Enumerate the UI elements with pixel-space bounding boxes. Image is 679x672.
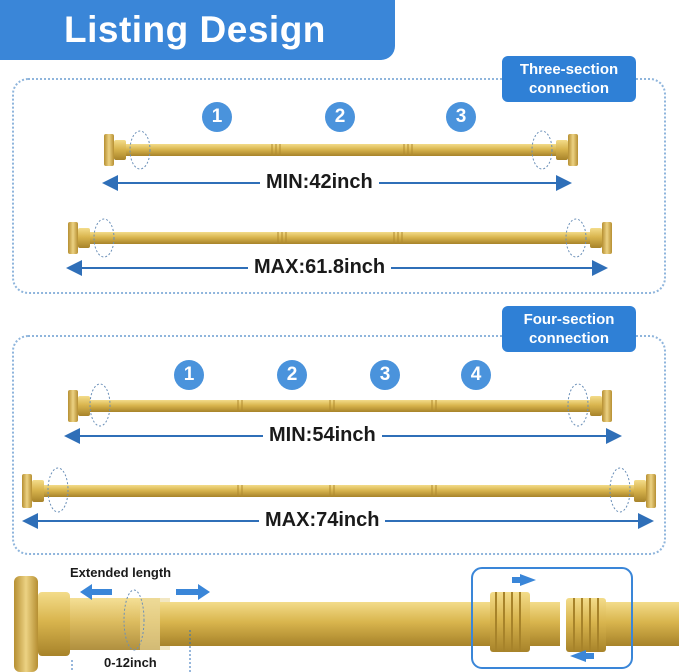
rod-three-min <box>104 130 578 170</box>
three-section-tag: Three-section connection <box>502 56 636 102</box>
section-number-3: 3 <box>370 360 400 390</box>
section-number-3: 3 <box>446 102 476 132</box>
four-section-box <box>12 335 666 555</box>
three-section-box <box>12 78 666 294</box>
rod-closeup <box>14 576 679 672</box>
section-number-1: 1 <box>174 360 204 390</box>
range-label: 0-12inch <box>104 655 157 670</box>
rod-four-max <box>22 467 656 513</box>
extend-arrows <box>80 574 594 662</box>
section-number-2: 2 <box>277 360 307 390</box>
rod-four-min <box>68 383 612 427</box>
section-number-2: 2 <box>325 102 355 132</box>
section-number-4: 4 <box>461 360 491 390</box>
title-banner: Listing Design <box>0 0 395 60</box>
three-max-label: MAX:61.8inch <box>248 256 392 279</box>
four-max-label: MAX:74inch <box>259 509 386 532</box>
rod-three-max <box>68 218 612 258</box>
four-section-tag: Four-section connection <box>502 306 636 352</box>
extended-length-label: Extended length <box>70 565 172 580</box>
four-min-label: MIN:54inch <box>263 424 382 447</box>
connector-detail-frame <box>471 567 633 669</box>
page-title: Listing Design <box>64 9 326 50</box>
section-number-1: 1 <box>202 102 232 132</box>
three-min-label: MIN:42inch <box>260 171 379 194</box>
